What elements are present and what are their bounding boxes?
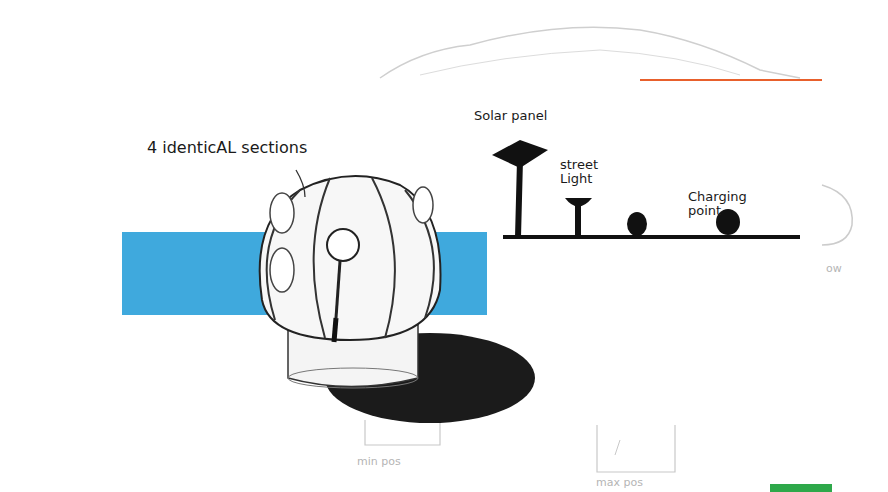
faint-car-sketch <box>420 50 740 75</box>
leader-line <box>296 170 305 197</box>
faint-circle <box>822 185 852 245</box>
side-pod <box>270 248 294 292</box>
faint-box <box>597 425 675 472</box>
green-mark <box>770 484 832 492</box>
solar-panel-symbol <box>492 140 548 168</box>
part-label: Solar panel <box>474 108 547 123</box>
part-label: 4 identicAL sections <box>147 138 307 157</box>
back-sheet <box>470 0 830 90</box>
charging-point-symbol <box>627 212 647 236</box>
plug-head <box>327 229 359 261</box>
plug-slot <box>334 318 336 342</box>
side-pod <box>413 187 433 223</box>
faint-note: ow <box>826 262 842 275</box>
faint-box <box>365 420 440 445</box>
section-line <box>372 178 395 338</box>
street-light-head <box>565 198 592 207</box>
faint-note: min pos <box>357 455 401 468</box>
base-rim <box>288 368 418 388</box>
section-line <box>267 190 300 320</box>
side-pod <box>270 193 294 233</box>
part-label: street Light <box>560 158 630 187</box>
plug-cable <box>336 261 340 318</box>
part-label: Charging point <box>688 190 784 219</box>
faint-stroke <box>615 440 620 455</box>
ground-line <box>503 235 800 239</box>
street-light-pole <box>575 205 581 237</box>
faint-note: max pos <box>596 476 643 489</box>
section-line <box>314 178 330 338</box>
faint-car-sketch <box>380 27 800 78</box>
dome <box>260 176 441 340</box>
orange-edge <box>640 79 822 81</box>
